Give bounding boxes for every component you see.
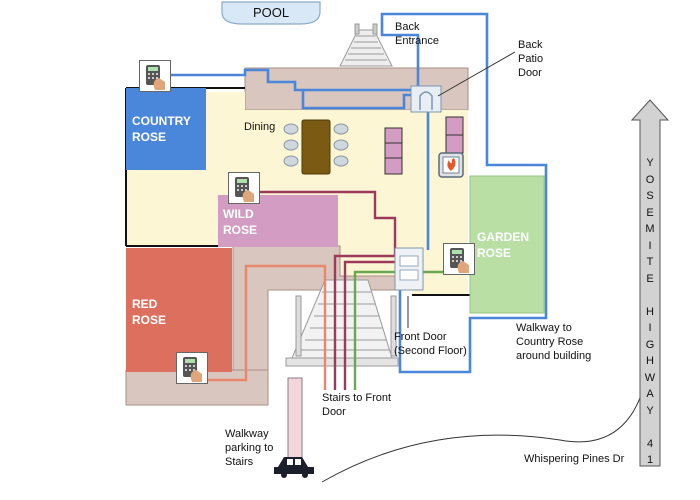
blue-path-line	[170, 68, 414, 96]
keypad-icon-garden-rose	[443, 243, 475, 275]
garden-rose-room	[469, 175, 545, 314]
counter-left	[384, 127, 403, 175]
highway-label: Y O S E M I T E H I G H W A Y 4 1	[644, 157, 656, 466]
wild-rose-label: WILD ROSE	[223, 207, 258, 237]
maroon-path-front	[343, 260, 400, 390]
back-patio-door-label: Back Patio Door	[518, 39, 544, 79]
whispering-pines-road	[321, 349, 652, 483]
back-patio-pointer	[437, 51, 516, 97]
counter-right	[445, 116, 464, 154]
walkway-country-rose-label: Walkway to Country Rose around building	[516, 322, 592, 362]
front-door-icon	[394, 247, 424, 291]
dining-area	[126, 92, 468, 295]
garden-rose-label: GARDEN ROSE	[477, 230, 530, 260]
orange-path-line	[194, 264, 327, 390]
whispering-pines-label: Whispering Pines Dr	[524, 453, 625, 465]
front-door-label: Front Door (Second Floor)	[394, 331, 467, 357]
car-icon	[274, 457, 314, 478]
maroon-path-line	[253, 185, 397, 390]
keypad-icon-wild-rose	[228, 172, 260, 204]
keypad-icon-country-rose	[139, 60, 171, 92]
blue-path-inner	[301, 90, 430, 250]
back-entrance-label: Back Entrance	[395, 21, 440, 47]
front-stairs-icon	[285, 279, 399, 367]
stairs-front-door-label: Stairs to Front Door	[322, 392, 392, 418]
highway-arrow-icon	[630, 99, 670, 467]
red-rose-label: RED ROSE	[132, 297, 167, 327]
blue-path-back	[380, 12, 548, 374]
keypad-icon-red-rose	[176, 352, 208, 384]
country-rose-label: COUNTRY ROSE	[132, 114, 191, 144]
dining-chairs	[283, 123, 349, 167]
country-rose-room	[126, 88, 206, 170]
fireplace-icon	[438, 152, 464, 178]
dining-table	[301, 119, 331, 175]
back-stairs-icon	[339, 23, 393, 67]
pool-shape	[221, 1, 321, 25]
back-patio-door-icon	[410, 85, 442, 113]
pool-label: POOL	[252, 5, 290, 20]
red-rose-room	[126, 248, 232, 372]
dining-label: Dining	[244, 121, 276, 133]
walkway-parking-label: Walkway parking to Stairs	[225, 428, 274, 468]
